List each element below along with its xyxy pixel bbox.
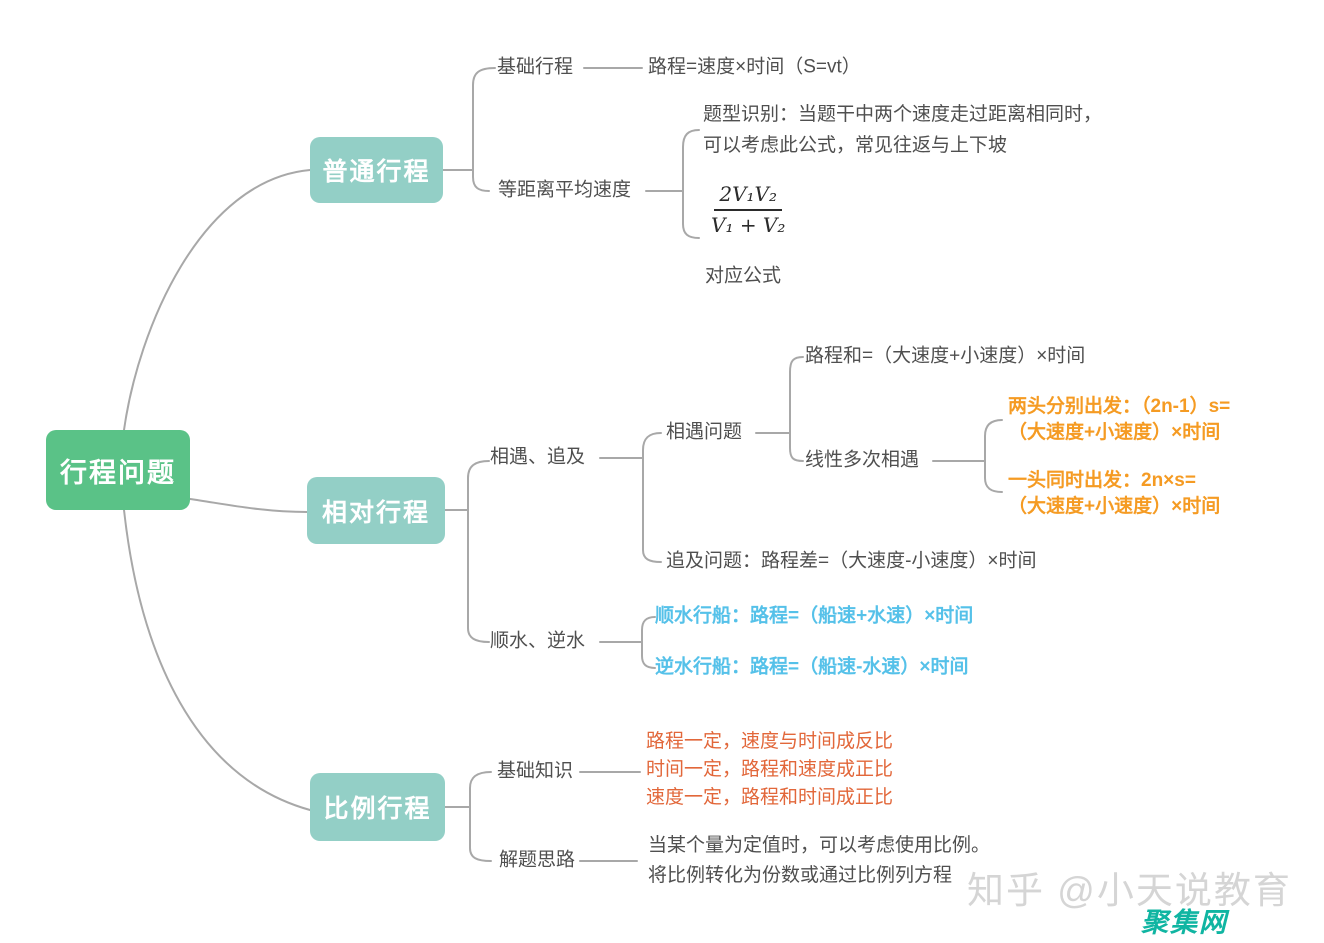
one-end-line-1: 一头同时出发：2n×s= [1008, 470, 1196, 491]
watermark-juji-site: 聚集网 [1141, 907, 1228, 938]
watermark-zhihu-author: 知乎 @小天说教育 [967, 870, 1292, 911]
node-root[interactable]: 行程问题 [46, 430, 190, 510]
node-meet-chase[interactable]: 相遇、追及 [490, 446, 586, 468]
node-ordinary-trip[interactable]: 普通行程 [310, 137, 443, 203]
node-relative-trip-label: 相对行程 [321, 498, 430, 527]
rule-line-1: 路程一定，速度与时间成反比 [646, 731, 894, 752]
node-equal-distance-avg-speed[interactable]: 等距离平均速度 [498, 179, 632, 201]
avg-speed-formula[interactable]: 2V₁V₂ V₁ + V₂ [711, 182, 785, 238]
node-basic-trip[interactable]: 基础行程 [497, 56, 574, 78]
formula-numerator: 2V₁V₂ [714, 182, 783, 211]
connector-root-to-proportion [123, 509, 311, 811]
two-ends-line-2: （大速度+小速度）×时间 [1008, 422, 1221, 443]
connector-meet-bracket [789, 356, 804, 462]
rule-line-2: 时间一定，路程和速度成正比 [646, 759, 894, 780]
formula-denominator: V₁ + V₂ [711, 213, 786, 237]
one-end-line-2: （大速度+小速度）×时间 [1008, 496, 1221, 517]
connector-meetchase-bracket [642, 432, 662, 563]
node-downstream-formula[interactable]: 顺水行船：路程=（船速+水速）×时间 [655, 605, 974, 627]
node-proportion-trip-label: 比例行程 [323, 795, 432, 823]
connector-ordinary-bracket [472, 67, 496, 192]
node-proportion-rules[interactable]: 路程一定，速度与时间成反比 时间一定，路程和速度成正比 速度一定，路程和时间成正… [646, 728, 893, 812]
node-solving-approach-note[interactable]: 当某个量为定值时，可以考虑使用比例。 将比例转化为份数或通过比例列方程 [648, 831, 990, 891]
node-distance-sum-formula[interactable]: 路程和=（大速度+小速度）×时间 [805, 345, 1086, 367]
connector-relative-bracket [467, 460, 490, 643]
node-chase-problem-formula[interactable]: 追及问题：路程差=（大速度-小速度）×时间 [666, 550, 1037, 572]
connector-root-to-ordinary [123, 169, 311, 431]
node-linear-multiple-meets[interactable]: 线性多次相遇 [805, 449, 920, 471]
node-upstream-formula[interactable]: 逆水行船：路程=（船速-水速）×时间 [655, 656, 969, 678]
connector-proportion-bracket [469, 771, 492, 862]
two-ends-line-1: 两头分别出发：（2n-1）s= [1008, 396, 1231, 417]
formula-caption: 对应公式 [705, 265, 782, 287]
node-two-ends-start-formula[interactable]: 两头分别出发：（2n-1）s= （大速度+小速度）×时间 [1008, 394, 1230, 446]
node-solving-approach[interactable]: 解题思路 [499, 849, 576, 871]
node-root-label: 行程问题 [60, 457, 176, 488]
connector-eq-bracket [682, 129, 700, 239]
method-line-1: 当某个量为定值时，可以考虑使用比例。 [648, 835, 991, 856]
rule-line-3: 速度一定，路程和时间成正比 [646, 787, 894, 808]
connector-root-to-relative [189, 498, 308, 513]
node-ordinary-trip-label: 普通行程 [322, 158, 431, 186]
node-type-recognition-note[interactable]: 题型识别：当题干中两个速度走过距离相同时， 可以考虑此公式，常见往返与上下坡 [703, 99, 1102, 161]
node-relative-trip[interactable]: 相对行程 [307, 477, 445, 544]
node-meet-problem[interactable]: 相遇问题 [666, 421, 743, 443]
connector-linear-bracket [984, 419, 1003, 493]
method-line-2: 将比例转化为份数或通过比例列方程 [648, 865, 953, 886]
node-one-end-start-formula[interactable]: 一头同时出发：2n×s= （大速度+小速度）×时间 [1008, 468, 1220, 520]
note-line-2: 可以考虑此公式，常见往返与上下坡 [703, 135, 1008, 156]
node-basic-knowledge[interactable]: 基础知识 [497, 760, 574, 782]
node-basic-trip-formula[interactable]: 路程=速度×时间（S=vt） [648, 56, 861, 78]
connector-water-bracket [641, 616, 656, 669]
node-proportion-trip[interactable]: 比例行程 [310, 773, 445, 841]
note-line-1: 题型识别：当题干中两个速度走过距离相同时， [703, 104, 1103, 125]
node-downstream-upstream[interactable]: 顺水、逆水 [490, 630, 586, 652]
